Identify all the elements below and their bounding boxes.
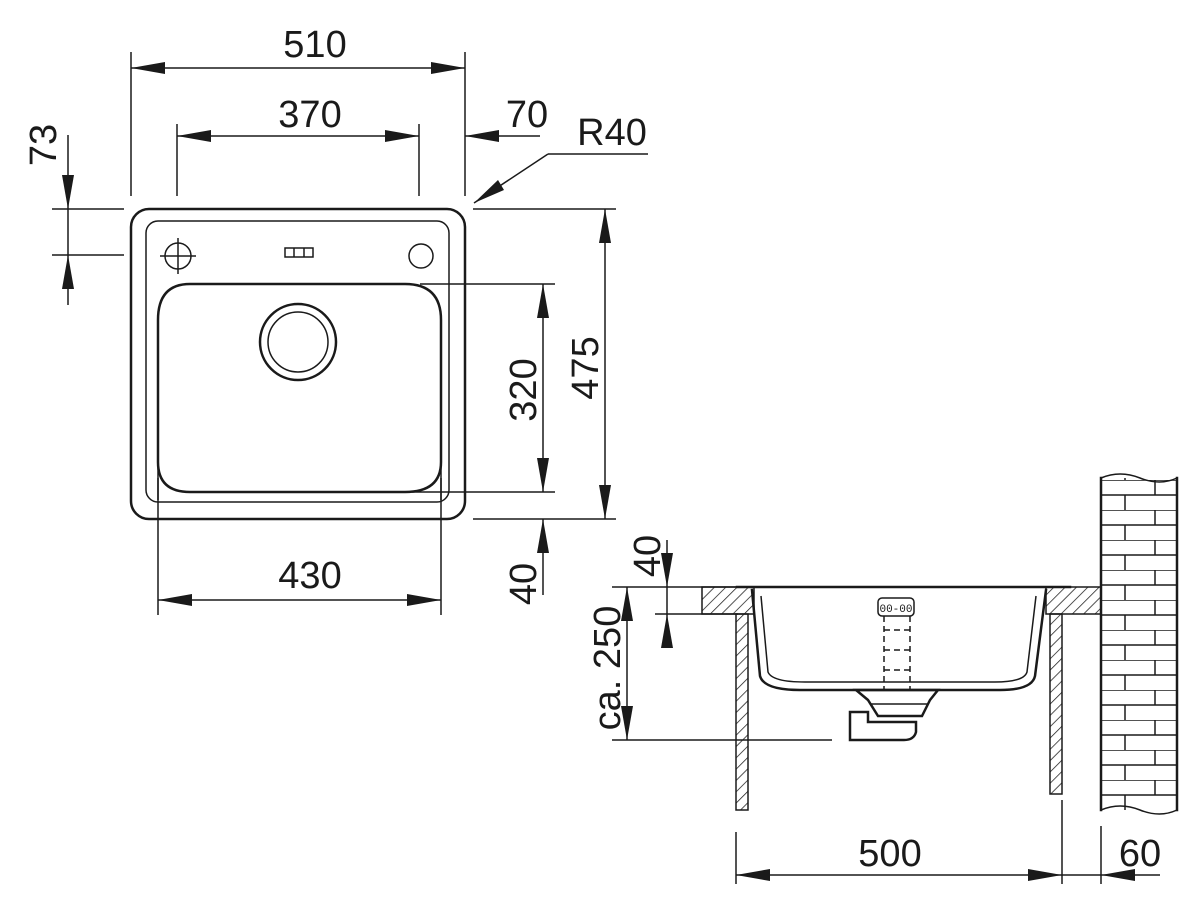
sink-inner-rim bbox=[145, 220, 450, 503]
dim-label-73: 73 bbox=[23, 124, 65, 166]
worktop-left bbox=[701, 586, 755, 615]
drain-outer-ring bbox=[258, 302, 338, 382]
dim-cabinet-width: 500 bbox=[735, 800, 1063, 884]
overflow-slot-icon bbox=[284, 247, 314, 258]
cabinet-panel-right bbox=[1049, 613, 1063, 795]
dim-label-40-rim: 40 bbox=[627, 535, 669, 577]
dim-depth-overall: 475 bbox=[473, 208, 616, 520]
dim-label-500: 500 bbox=[858, 833, 921, 875]
sink-side-view: 00-00 40 ca. 250 bbox=[587, 473, 1179, 884]
svg-text:00-00: 00-00 bbox=[879, 604, 912, 616]
dim-label-475: 475 bbox=[565, 336, 607, 399]
dim-width-overall: 510 bbox=[130, 24, 466, 196]
sink-top-view bbox=[129, 207, 467, 521]
drain-trap bbox=[848, 688, 941, 742]
dim-label-510: 510 bbox=[283, 24, 346, 66]
dim-label-430: 430 bbox=[278, 555, 341, 597]
sink-outer-outline bbox=[129, 207, 467, 521]
dim-bowl-depth: 320 bbox=[412, 283, 555, 493]
dim-label-ca-250: ca. 250 bbox=[587, 606, 629, 731]
sink-profile bbox=[735, 585, 1072, 692]
dim-rim-height: 40 bbox=[627, 535, 738, 648]
tap-hole-icon bbox=[160, 238, 196, 274]
dim-bowl-bottom-width: 430 bbox=[157, 478, 442, 615]
overflow-drain-pipe: 00-00 bbox=[877, 597, 915, 690]
dim-label-70: 70 bbox=[506, 94, 548, 136]
sink-bowl-outline bbox=[156, 282, 443, 494]
dim-right-margin: 70 bbox=[465, 94, 548, 142]
dim-label-60: 60 bbox=[1119, 833, 1161, 875]
cabinet-panel-left bbox=[735, 613, 749, 811]
worktop-right bbox=[1045, 586, 1102, 615]
dim-label-r40: R40 bbox=[577, 112, 647, 154]
dim-label-320: 320 bbox=[503, 358, 545, 421]
dim-label-370: 370 bbox=[278, 94, 341, 136]
dim-top-offset: 73 bbox=[23, 124, 124, 305]
dim-bowl-top-width: 370 bbox=[176, 94, 420, 196]
overflow-hole-icon bbox=[408, 243, 434, 269]
drain-inner-ring bbox=[267, 311, 329, 373]
dim-label-40-bottom: 40 bbox=[503, 563, 545, 605]
bowl-rim-edge bbox=[157, 462, 442, 500]
brick-wall bbox=[1101, 478, 1177, 810]
dim-bottom-offset: 40 bbox=[503, 519, 549, 605]
dim-corner-radius: R40 bbox=[473, 112, 648, 204]
dim-wall-gap: 60 bbox=[1062, 826, 1161, 884]
dim-installed-depth: ca. 250 bbox=[587, 586, 832, 741]
